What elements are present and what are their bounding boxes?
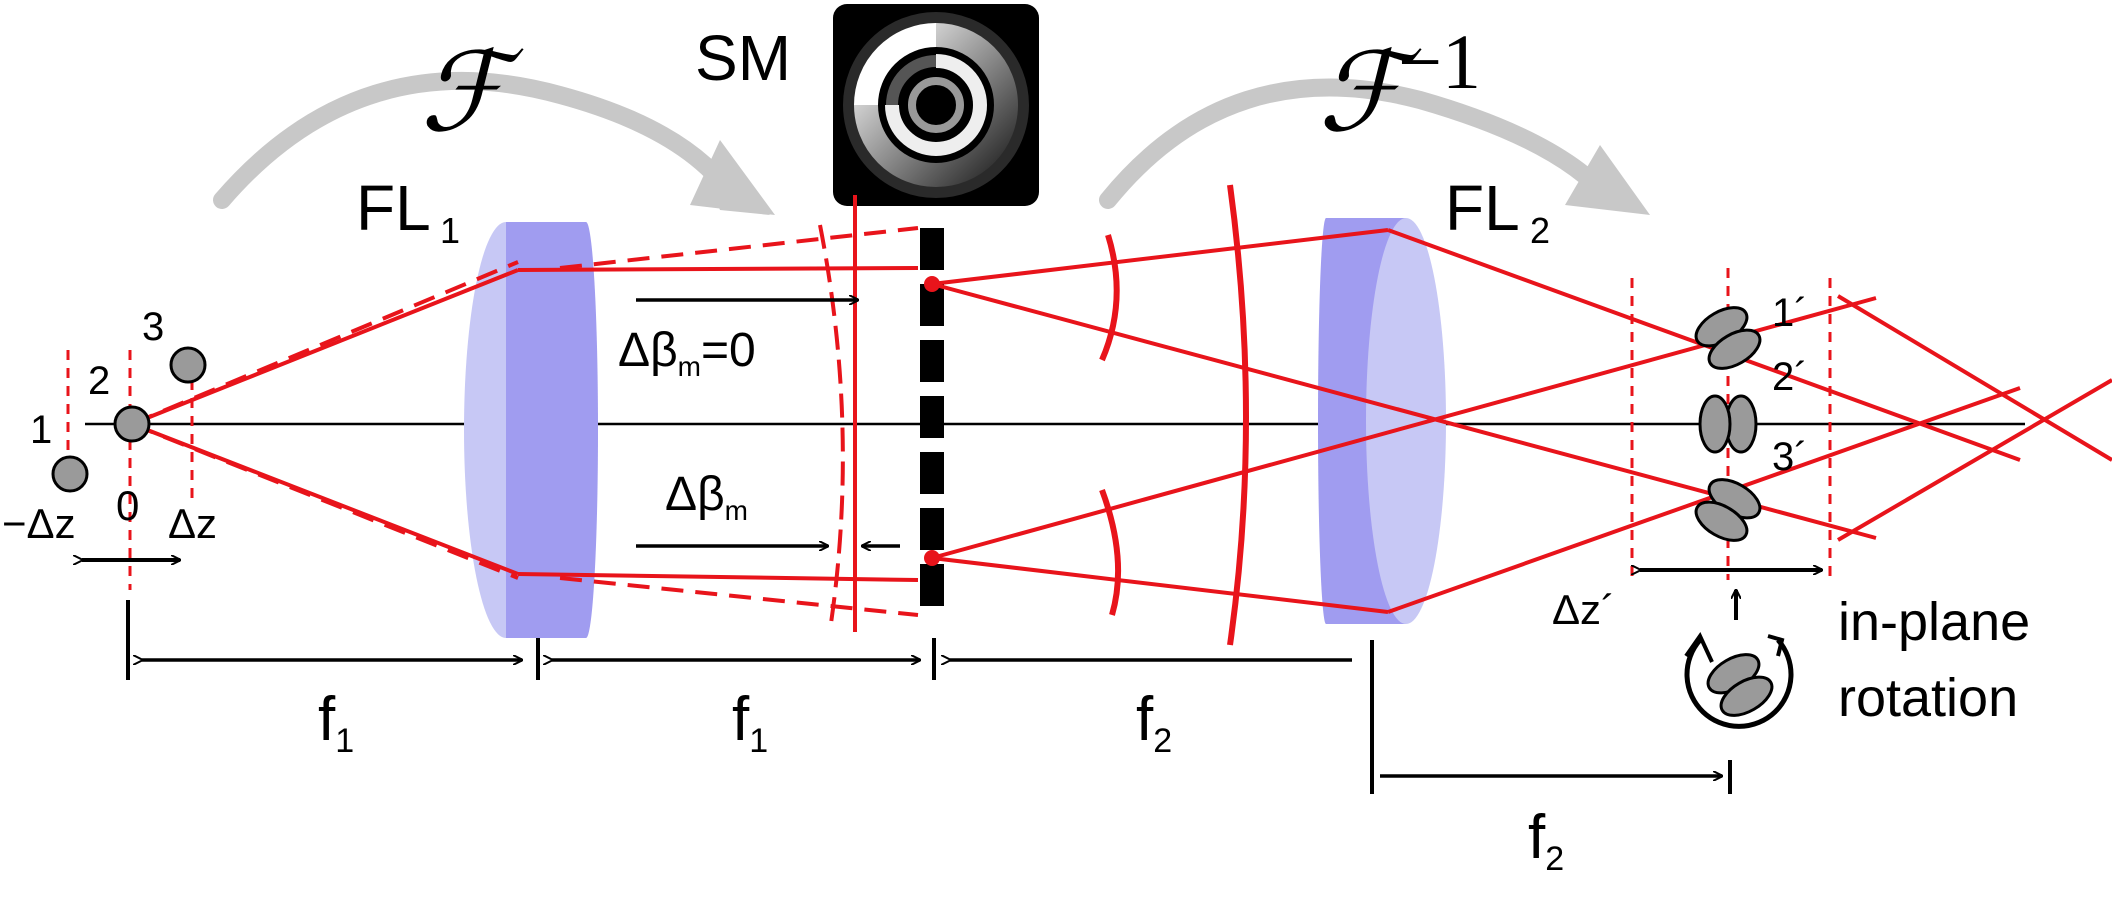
- image-label-2: 2´: [1772, 355, 1808, 399]
- output-beams: [931, 228, 2112, 614]
- focus-spot-bottom: [924, 550, 940, 566]
- f2-label-a: f2: [1136, 685, 1172, 760]
- object-point-2: [113, 405, 151, 443]
- inverse-fourier-arrowhead: [1565, 145, 1650, 215]
- object-point-1: [51, 455, 89, 493]
- sm-label: SM: [695, 22, 791, 94]
- rotation-arrow-icon: [1684, 632, 1794, 729]
- fl2-subscript: 2: [1530, 210, 1550, 251]
- f1-label-a: f1: [318, 685, 354, 760]
- zero-label: 0: [116, 482, 139, 529]
- rotation-label-line1: in-plane: [1838, 592, 2030, 652]
- wavefronts-after-sm: [1099, 184, 1249, 646]
- image-label-1: 1´: [1772, 291, 1808, 335]
- delta-beta-label: Δβm: [665, 468, 748, 526]
- wavefronts-before-sm: [818, 195, 857, 632]
- minus-dz-label: −Δz: [2, 500, 76, 547]
- psf-image-2: [1698, 394, 1758, 454]
- object-point-3: [169, 346, 207, 384]
- fl1-label: FL: [356, 172, 431, 244]
- fourier-arrowhead: [690, 140, 775, 215]
- f2-label-b: f2: [1528, 803, 1564, 878]
- f1-label-b: f1: [732, 685, 768, 760]
- object-label-1: 1: [30, 408, 52, 452]
- focal-length-markers: [126, 600, 1732, 794]
- inverse-fourier-arc-arrow: [1099, 78, 1619, 209]
- plus-dz-label: Δz: [168, 500, 217, 547]
- rotation-label-line2: rotation: [1838, 668, 2018, 728]
- fl1-subscript: 1: [440, 210, 460, 251]
- psf-image-1: [1694, 306, 1762, 370]
- spiral-phase-mask-icon: [833, 4, 1039, 206]
- object-label-3: 3: [142, 305, 164, 349]
- inverse-fourier-exponent: −1: [1398, 18, 1481, 105]
- object-label-2: 2: [88, 359, 110, 403]
- focus-spot-top: [924, 276, 940, 292]
- psf-image-3: [1694, 478, 1762, 542]
- lens-fl2: [1318, 218, 1446, 624]
- fl2-label: FL: [1445, 172, 1520, 244]
- fourier-arc-arrow: [213, 71, 744, 209]
- dz-prime-label: Δz´: [1552, 586, 1615, 633]
- image-label-3: 3´: [1772, 435, 1808, 479]
- lens-fl1: [464, 222, 598, 638]
- double-helix-psf-icon: [1706, 653, 1774, 717]
- delta-beta-zero-label: Δβm=0: [618, 324, 756, 382]
- input-beams: [131, 226, 919, 617]
